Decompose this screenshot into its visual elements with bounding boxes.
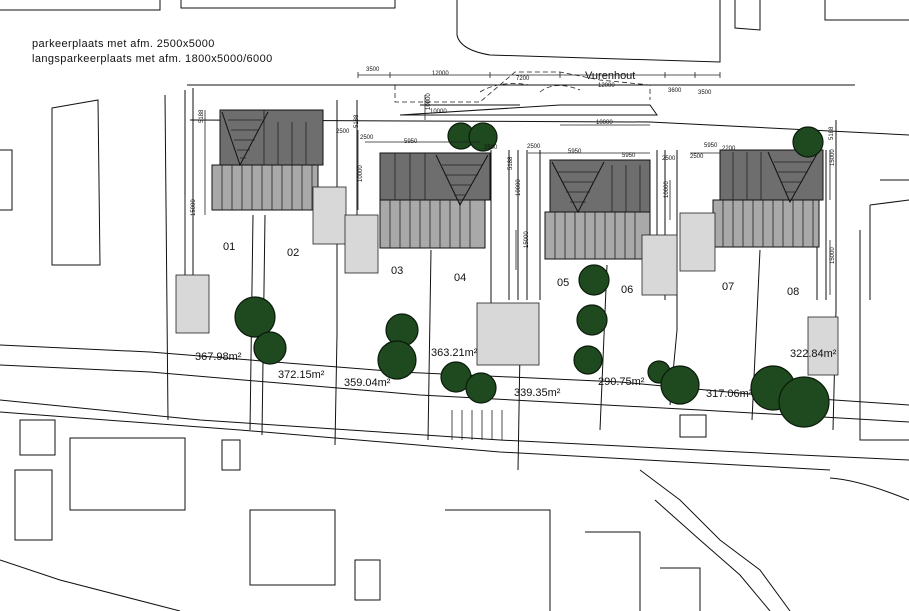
- parking-space: [175, 274, 210, 334]
- lot-area: 363.21m²: [431, 347, 478, 359]
- dim-label: 5950: [404, 139, 418, 145]
- tree: [660, 365, 700, 405]
- dim-label: 15000: [830, 247, 836, 264]
- parking-space: [476, 302, 540, 366]
- tree: [573, 345, 603, 375]
- dim-label: 5188: [354, 114, 360, 128]
- lot-number: 06: [621, 284, 633, 296]
- dim-label: 15000: [524, 231, 530, 248]
- tree: [468, 122, 498, 152]
- dim-label: 5950: [568, 149, 582, 155]
- dim-label: 2500: [662, 156, 676, 162]
- dim-label: 3500: [366, 67, 380, 73]
- dim-label: 15000: [191, 199, 197, 216]
- parking-space: [807, 316, 839, 376]
- parking-space: [344, 214, 379, 274]
- tree: [576, 304, 608, 336]
- dim-label: 5188: [508, 156, 514, 170]
- parking-spaces: [175, 186, 839, 376]
- lot-area: 339.35m²: [514, 387, 561, 399]
- dim-label: 10000: [596, 120, 613, 126]
- note-parking-space: parkeerplaats met afm. 2500x5000: [32, 38, 215, 50]
- dimension-lines: [184, 72, 831, 295]
- dim-label: 2500: [690, 154, 704, 160]
- lot-number: 04: [454, 272, 466, 284]
- parking-space: [312, 186, 347, 245]
- tree: [377, 340, 417, 380]
- dim-label: 10000: [426, 93, 432, 110]
- dim-label: 10000: [664, 181, 670, 198]
- dwelling-block-3: [544, 159, 651, 260]
- lot-number: 07: [722, 281, 734, 293]
- dim-label: 3500: [698, 90, 712, 96]
- dwelling-block-4: [712, 149, 824, 248]
- dwelling-block-1: [211, 109, 324, 211]
- lot-number: 08: [787, 286, 799, 298]
- dim-label: 15000: [830, 149, 836, 166]
- lot-area: 317.06m²: [706, 388, 753, 400]
- dim-label: 2500: [336, 129, 350, 135]
- lot-number: 03: [391, 265, 403, 277]
- tree: [234, 296, 276, 338]
- dim-label: 2500: [484, 145, 498, 151]
- tree: [578, 264, 610, 296]
- lot-area: 372.15m²: [278, 369, 325, 381]
- note-parallel-parking: langsparkeerplaats met afm. 1800x5000/60…: [32, 53, 273, 65]
- dim-label: 10000: [358, 165, 364, 182]
- tree: [253, 331, 287, 365]
- lot-area: 290.75m²: [598, 376, 645, 388]
- lot-area: 359.04m²: [344, 377, 391, 389]
- dim-label: 12000: [598, 83, 615, 89]
- dim-label: 3600: [668, 88, 682, 94]
- lot-boundaries: [164, 88, 837, 471]
- lot-area: 322.84m²: [790, 348, 837, 360]
- trees: [234, 122, 830, 428]
- tree: [778, 376, 830, 428]
- parking-space: [641, 234, 678, 296]
- lot-number: 02: [287, 247, 299, 259]
- dim-label: 7200: [516, 76, 530, 82]
- dim-label: 10000: [516, 179, 522, 196]
- dim-label: 2500: [527, 144, 541, 150]
- dwelling-block-2: [379, 152, 491, 249]
- tree: [792, 126, 824, 158]
- dim-label: 5188: [829, 126, 835, 140]
- street-name: Vurenhout: [585, 70, 635, 82]
- tree: [465, 372, 497, 404]
- dim-label: 2500: [360, 135, 374, 141]
- dim-label: 12000: [432, 71, 449, 77]
- lot-number: 01: [223, 241, 235, 253]
- dim-label: 2200: [722, 146, 736, 152]
- parking-space: [679, 212, 716, 272]
- dim-label: 5188: [199, 109, 205, 123]
- dim-label: 5950: [704, 143, 718, 149]
- dim-label: 5950: [622, 153, 636, 159]
- lot-area: 367.98m²: [195, 351, 242, 363]
- lot-number: 05: [557, 277, 569, 289]
- dim-label: 10000: [430, 109, 447, 115]
